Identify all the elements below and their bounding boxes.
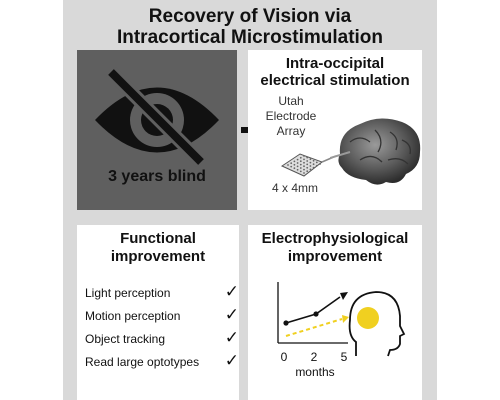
electrode-pin bbox=[312, 166, 315, 169]
electro-title-line-1: Electrophysiological bbox=[261, 230, 409, 247]
electrode-pin bbox=[293, 163, 296, 166]
electrode-pin bbox=[312, 163, 315, 166]
electrophysiology-title: Electrophysiological improvement bbox=[248, 230, 422, 266]
x-tick-label: 2 bbox=[311, 350, 318, 364]
data-point bbox=[283, 320, 289, 326]
list-item-label: Read large optotypes bbox=[85, 355, 200, 369]
blind-panel: 3 years blind bbox=[77, 50, 237, 210]
electrode-pin bbox=[303, 165, 305, 168]
electrode-pin bbox=[309, 165, 312, 167]
functional-title-line-2: improvement bbox=[110, 248, 206, 265]
checkmark-icon: ✓ bbox=[224, 351, 239, 370]
electrode-pin bbox=[306, 163, 309, 166]
list-item: Object tracking ✓ bbox=[85, 328, 239, 351]
brain-icon bbox=[330, 118, 421, 185]
stimulation-title: Intra-occipital electrical stimulation bbox=[248, 55, 422, 89]
electrode-pin bbox=[299, 160, 302, 163]
electrode-pin bbox=[312, 159, 315, 162]
electrode-pin bbox=[303, 158, 305, 161]
improvement-list: Light perception ✓ Motion perception ✓ O… bbox=[85, 282, 239, 374]
electrode-pin bbox=[306, 160, 309, 162]
data-point bbox=[313, 311, 319, 317]
electrode-pin bbox=[303, 161, 305, 164]
electrode-pin bbox=[306, 166, 309, 169]
dashed-trend-line bbox=[285, 318, 343, 337]
functional-panel: Functional improvement Light perception … bbox=[77, 225, 239, 400]
electrode-pin bbox=[287, 164, 289, 166]
electrode-pin bbox=[290, 162, 293, 165]
checkmark-icon: ✓ bbox=[224, 305, 239, 324]
electrode-pin bbox=[303, 168, 305, 171]
crossed-out-eye-icon bbox=[95, 67, 219, 167]
electrode-pin bbox=[306, 156, 309, 159]
dashed-trend-arrowhead bbox=[342, 315, 349, 323]
electrode-pin bbox=[299, 156, 302, 159]
electrode-pin bbox=[293, 160, 296, 163]
blind-duration-label: 3 years blind bbox=[108, 168, 206, 185]
electrode-pin bbox=[290, 165, 293, 168]
electrode-pin bbox=[309, 168, 312, 171]
electrode-pin bbox=[299, 167, 302, 169]
electrode-label-line-1: Utah bbox=[278, 94, 304, 108]
functional-title: Functional improvement bbox=[77, 230, 239, 266]
functional-title-line-1: Functional bbox=[120, 230, 196, 247]
electro-title-line-2: improvement bbox=[287, 248, 383, 265]
list-item: Motion perception ✓ bbox=[85, 305, 239, 328]
visual-cortex-marker bbox=[357, 307, 379, 329]
x-axis-label: months bbox=[295, 365, 334, 379]
list-item-label: Motion perception bbox=[85, 309, 181, 323]
electrophysiology-panel: Electrophysiological improvement 0 2 5 m… bbox=[248, 225, 422, 400]
stimulation-title-line-2: electrical stimulation bbox=[260, 72, 410, 89]
x-tick-label: 0 bbox=[281, 350, 288, 364]
electrode-label-line-3: Array bbox=[276, 124, 306, 138]
checkmark-icon: ✓ bbox=[224, 282, 239, 301]
trend-plot: 0 2 5 months bbox=[277, 282, 406, 379]
list-item: Read large optotypes ✓ bbox=[85, 351, 239, 374]
figure-title: Recovery of Vision via Intracortical Mic… bbox=[63, 6, 437, 48]
solid-trend-line bbox=[285, 296, 341, 324]
electrode-array-label: Utah Electrode Array bbox=[256, 94, 326, 139]
electrode-pin bbox=[299, 170, 302, 173]
electrode-array-icon bbox=[280, 153, 337, 177]
electrode-pin bbox=[315, 164, 318, 167]
electrode-pin bbox=[296, 162, 299, 164]
electrode-pin bbox=[309, 161, 312, 164]
electrode-label-line-2: Electrode bbox=[265, 109, 317, 123]
electrode-pin bbox=[296, 168, 299, 171]
electrode-pin bbox=[293, 167, 296, 170]
list-item-label: Object tracking bbox=[85, 332, 166, 346]
electrode-pin bbox=[303, 155, 305, 157]
electrode-pin bbox=[296, 158, 299, 161]
title-line-1: Recovery of Vision via bbox=[148, 6, 352, 27]
head-icon bbox=[348, 291, 406, 357]
stimulation-panel: Intra-occipital electrical stimulation U… bbox=[248, 50, 422, 210]
title-line-2: Intracortical Microstimulation bbox=[116, 27, 384, 48]
electrode-pin bbox=[319, 163, 321, 165]
electrode-pin bbox=[303, 172, 305, 174]
electrode-pin bbox=[306, 170, 309, 173]
electrode-pin bbox=[315, 161, 318, 164]
electrode-pin bbox=[296, 165, 299, 168]
array-size-label: 4 x 4mm bbox=[272, 181, 319, 195]
electrode-pin bbox=[309, 158, 312, 161]
x-tick-label: 5 bbox=[341, 350, 348, 364]
electrode-pin bbox=[299, 163, 302, 166]
checkmark-icon: ✓ bbox=[224, 328, 239, 347]
list-item-label: Light perception bbox=[85, 286, 171, 300]
solid-trend-arrowhead bbox=[340, 292, 348, 300]
stimulation-title-line-1: Intra-occipital bbox=[285, 55, 385, 72]
list-item: Light perception ✓ bbox=[85, 282, 239, 305]
